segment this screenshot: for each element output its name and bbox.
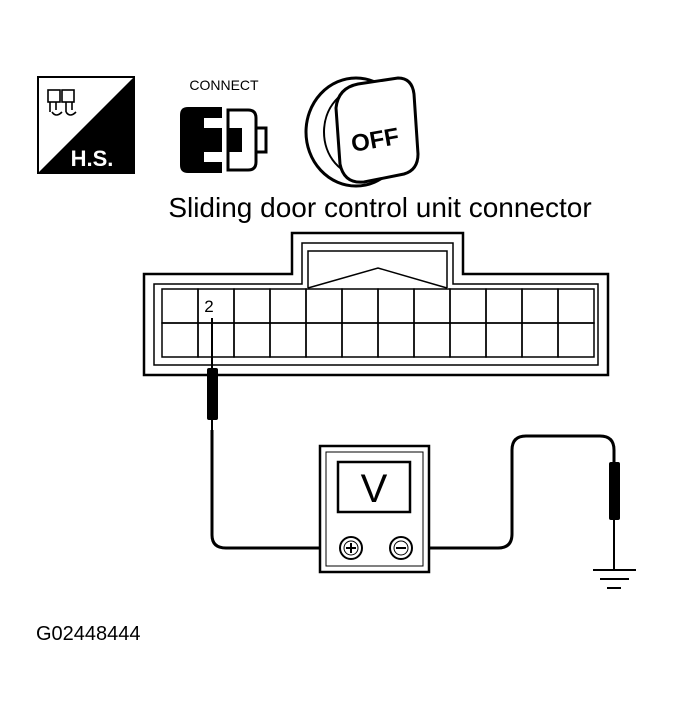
terminal-cavity xyxy=(521,322,559,358)
harness-glyph-icon xyxy=(47,89,77,116)
terminal-cavity xyxy=(269,322,307,358)
terminal-cavity xyxy=(557,322,595,358)
terminal-cavity xyxy=(413,322,451,358)
terminal-cavity xyxy=(485,322,523,358)
connect-label: CONNECT xyxy=(189,77,259,93)
terminal-cavity xyxy=(305,288,343,324)
positive-lead-wire xyxy=(210,430,340,550)
figure-id: G02448444 xyxy=(36,623,141,645)
terminal-cavity xyxy=(449,288,487,324)
terminal-cavity xyxy=(413,288,451,324)
voltmeter: V xyxy=(318,444,431,574)
negative-terminal-icon xyxy=(389,536,413,560)
ground-probe xyxy=(609,462,620,569)
ground-symbol-icon xyxy=(593,569,636,589)
positive-probe xyxy=(207,318,218,430)
diagram-title: Sliding door control unit connector xyxy=(168,192,591,223)
terminal-cavity xyxy=(341,288,379,324)
terminal-cavity xyxy=(449,322,487,358)
connect-icon: CONNECT xyxy=(180,77,268,173)
terminal-cavity xyxy=(485,288,523,324)
hs-label: H.S. xyxy=(71,146,114,171)
meter-display xyxy=(336,460,412,514)
connector xyxy=(142,231,610,377)
connector-housing xyxy=(142,231,610,377)
terminal-cavity xyxy=(233,288,271,324)
negative-lead-wire xyxy=(416,434,616,550)
terminal-cavity xyxy=(377,288,415,324)
terminal-cavity xyxy=(305,322,343,358)
terminal-cavity xyxy=(161,322,199,358)
terminal-cavity xyxy=(341,322,379,358)
harness-hs-icon: H.S. xyxy=(37,76,135,174)
meter-label: V xyxy=(361,467,388,511)
positive-terminal-icon xyxy=(339,536,363,560)
terminal-cavity xyxy=(377,322,415,358)
terminal-grid xyxy=(161,288,595,358)
terminal-cavity xyxy=(521,288,559,324)
terminal-cavity xyxy=(161,288,199,324)
terminal-cavity xyxy=(197,322,235,358)
terminal-cavity xyxy=(269,288,307,324)
terminal-cavity xyxy=(557,288,595,324)
terminal-cavity xyxy=(233,322,271,358)
ignition-off-icon: OFF xyxy=(304,76,420,188)
terminal-2-label: 2 xyxy=(204,297,213,316)
